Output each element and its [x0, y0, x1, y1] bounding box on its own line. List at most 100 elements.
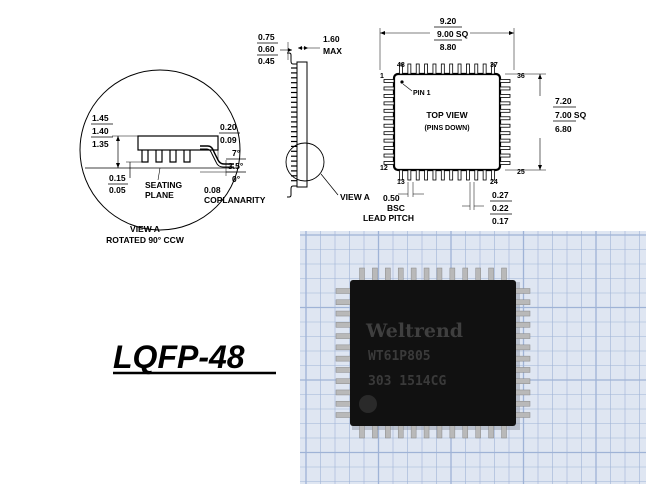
top-lead: [449, 63, 454, 75]
right-lead: [499, 138, 511, 143]
bottom-lead: [440, 169, 445, 181]
side-body: [296, 61, 308, 188]
left-lead: [383, 108, 395, 113]
bottom-lead: [466, 169, 470, 181]
view-a-angle-max: 7°: [232, 148, 241, 158]
right-lead: [499, 123, 511, 128]
photo-lead: [514, 344, 531, 351]
top-body-min: 6.80: [555, 124, 572, 134]
photo-lead: [335, 299, 352, 306]
pitch-val: 0.50: [383, 193, 400, 203]
photo-lead: [514, 389, 531, 396]
photo-lead: [397, 424, 404, 439]
view-a-height-nom: 1.40: [92, 126, 109, 136]
view-a-detail: 1.45 1.40 1.35 0.15 0.05 SEATING PLANE 0…: [79, 69, 266, 245]
bottom-lead: [474, 169, 479, 181]
left-lead: [383, 116, 395, 121]
left-lead: [383, 101, 395, 106]
right-lead: [499, 101, 511, 106]
photo-lead: [514, 355, 531, 362]
view-a-standoff-min: 0.05: [109, 185, 126, 195]
view-a-height-min: 1.35: [92, 139, 109, 149]
photo-lead: [449, 424, 456, 439]
top-lead: [424, 63, 428, 75]
photo-lead: [335, 355, 352, 362]
top-view-body: [392, 72, 502, 172]
photo-lead: [410, 267, 417, 282]
top-width-nom: 9.00 SQ: [437, 29, 469, 39]
photo-lead: [335, 400, 352, 407]
photo-lead: [335, 367, 352, 373]
bottom-lead: [491, 169, 495, 181]
photo-marking-1: WT61P805: [368, 349, 431, 364]
bottom-lead: [449, 169, 454, 181]
top-lead: [399, 63, 403, 75]
photo-lead: [335, 378, 352, 384]
photo-lead: [397, 267, 404, 282]
bottom-lead: [482, 169, 487, 181]
view-a-standoff-max: 0.15: [109, 173, 126, 183]
pin-36-label: 36: [517, 73, 525, 80]
top-lead: [407, 63, 412, 75]
side-foot-max: 0.75: [258, 32, 275, 42]
top-lead: [474, 63, 479, 75]
top-lead: [491, 63, 495, 75]
right-lead: [499, 79, 511, 83]
photo-lead: [475, 267, 481, 282]
top-width-max: 9.20: [440, 16, 457, 26]
view-a-height-max: 1.45: [92, 113, 109, 123]
photo-lead: [359, 424, 365, 439]
pitch-lbl: LEAD PITCH: [363, 213, 414, 223]
view-a-lead-thk-min: 0.09: [220, 135, 237, 145]
view-a-angle-min: 0°: [232, 174, 241, 184]
right-lead: [499, 153, 511, 158]
left-lead: [383, 153, 395, 158]
left-lead: [383, 161, 395, 165]
right-lead: [499, 86, 511, 91]
photo-lead: [335, 288, 352, 294]
right-lead: [499, 116, 511, 121]
photo-lead: [475, 424, 481, 439]
top-body-nom: 7.00 SQ: [555, 110, 587, 120]
view-a-callout-circle: [285, 142, 325, 182]
left-lead: [383, 123, 395, 128]
photo-lead: [359, 267, 365, 282]
photo-brand: Weltrend: [365, 320, 463, 342]
side-height-lbl: MAX: [323, 46, 342, 56]
photo-lead: [501, 424, 507, 439]
pin-24-label: 24: [490, 179, 498, 186]
top-view-label: TOP VIEW: [426, 110, 468, 120]
photo-lead: [488, 267, 494, 282]
pin1-marker: [400, 80, 404, 84]
view-a-angle-nom: 3.5°: [228, 161, 244, 171]
top-lead: [466, 63, 470, 75]
side-view-a-ref: VIEW A: [340, 192, 370, 202]
top-width-min: 8.80: [440, 42, 457, 52]
view-a-seating-2: PLANE: [145, 190, 174, 200]
photo-lead: [423, 267, 430, 282]
chip-photo: Weltrend WT61P805 303 1514CG: [300, 231, 646, 484]
right-lead: [499, 94, 511, 98]
right-lead: [499, 108, 511, 113]
bottom-lead: [415, 169, 420, 181]
top-lead: [415, 63, 420, 75]
photo-lead: [514, 288, 531, 294]
pin-37-label: 37: [490, 62, 498, 69]
side-foot-nom: 0.60: [258, 44, 275, 54]
pins-down-label: (PINS DOWN): [424, 125, 469, 132]
left-lead: [383, 94, 395, 98]
photo-lead: [514, 322, 531, 328]
left-lead: [383, 131, 395, 136]
photo-lead: [514, 310, 531, 317]
photo-pin1-dimple: [359, 395, 377, 413]
top-lead: [440, 63, 445, 75]
view-a-leads: [141, 150, 191, 163]
bottom-lead: [432, 169, 437, 181]
photo-lead: [410, 424, 417, 439]
view-a-coplanarity-lbl: COPLANARITY: [204, 195, 266, 205]
left-lead: [383, 146, 395, 150]
photo-lead: [335, 412, 352, 418]
photo-lead: [372, 424, 378, 439]
right-lead: [499, 131, 511, 136]
left-lead: [383, 138, 395, 143]
